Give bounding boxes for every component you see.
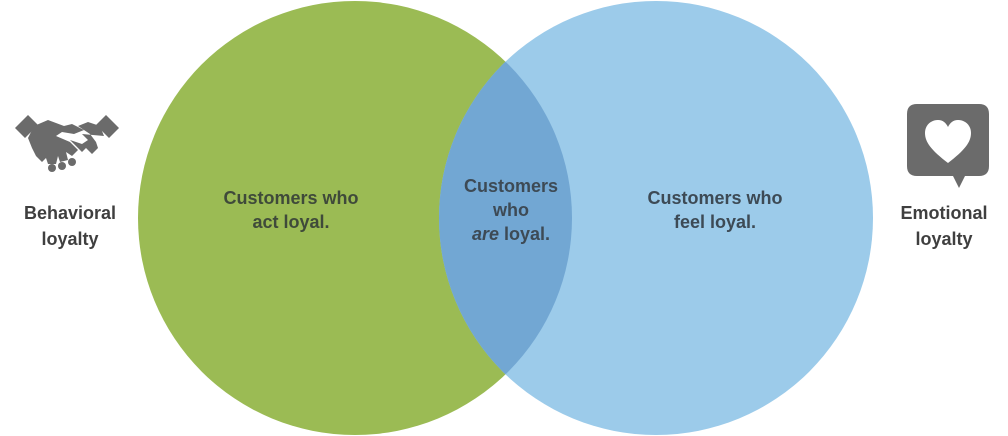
- center-region-line2: who: [493, 200, 529, 220]
- right-region-label: Customers who feel loyal.: [610, 186, 820, 234]
- center-region-line3-rest: loyal.: [499, 224, 551, 244]
- right-region-line1: Customers who: [647, 188, 783, 208]
- behavioral-loyalty-label: Behavioral loyalty: [8, 200, 132, 252]
- speech-bubble-heart-icon: [907, 104, 989, 188]
- emotional-label-line2: loyalty: [915, 229, 973, 249]
- handshake-icon: [15, 115, 119, 172]
- right-circle-emotional: [439, 1, 873, 435]
- center-region-label: Customers who are loyal.: [436, 174, 586, 246]
- left-region-label: Customers who act loyal.: [186, 186, 396, 234]
- left-region-line2: act loyal.: [252, 212, 330, 232]
- behavioral-label-line2: loyalty: [41, 229, 99, 249]
- left-region-line1: Customers who: [223, 188, 359, 208]
- left-circle-behavioral: [138, 1, 572, 435]
- center-region-line3: are loyal.: [436, 222, 586, 246]
- center-region-line1: Customers: [463, 176, 559, 196]
- emotional-loyalty-label: Emotional loyalty: [880, 200, 1008, 252]
- center-region-emphasis: are: [471, 224, 499, 244]
- emotional-label-line1: Emotional: [900, 203, 988, 223]
- right-region-line2: feel loyal.: [673, 212, 757, 232]
- behavioral-label-line1: Behavioral: [23, 203, 117, 223]
